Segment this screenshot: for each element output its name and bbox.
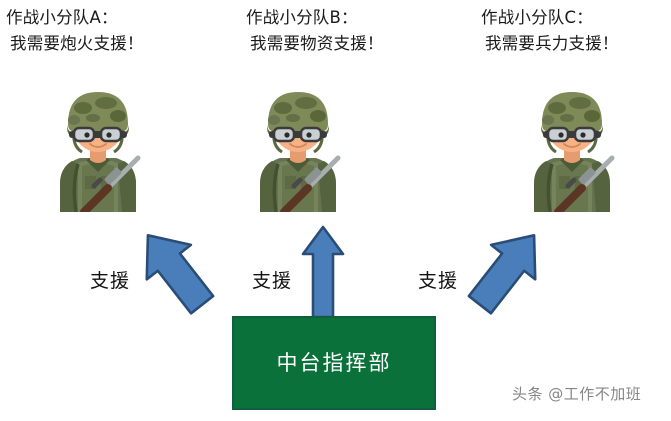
unit-title-c: 作战小分队C：: [481, 8, 593, 27]
support-arrow-right: [462, 222, 552, 318]
unit-request-b: 我需要物资支援！: [250, 33, 384, 53]
watermark: 头条 @工作不加班: [512, 385, 642, 403]
soldier-icon: [260, 92, 341, 216]
arrow-up-right-icon: [467, 234, 537, 315]
support-arrow-mid: [300, 224, 346, 320]
arrow-up-icon: [301, 225, 345, 319]
soldier-figure-c: [512, 80, 632, 216]
unit-title-a: 作战小分队A：: [6, 8, 118, 27]
soldier-figure-a: [38, 80, 158, 216]
soldier-figure-b: [238, 80, 358, 216]
unit-request-a: 我需要炮火支援！: [10, 33, 144, 53]
unit-caption-c: 作战小分队C： 我需要兵力支援！: [481, 5, 619, 56]
support-label-right: 支援: [418, 270, 459, 292]
support-label-mid: 支援: [252, 270, 293, 292]
support-arrow-left: [130, 222, 220, 318]
unit-caption-a: 作战小分队A： 我需要炮火支援！: [6, 5, 144, 56]
command-center-label: 中台指挥部: [276, 350, 392, 375]
soldier-icon: [60, 92, 141, 216]
unit-title-b: 作战小分队B：: [246, 8, 358, 27]
command-center-box: 中台指挥部: [232, 316, 436, 410]
unit-caption-b: 作战小分队B： 我需要物资支援！: [246, 5, 384, 56]
unit-request-c: 我需要兵力支援！: [485, 33, 619, 53]
soldier-icon: [534, 92, 615, 216]
support-label-left: 支援: [90, 270, 131, 292]
arrow-up-left-icon: [145, 234, 215, 315]
